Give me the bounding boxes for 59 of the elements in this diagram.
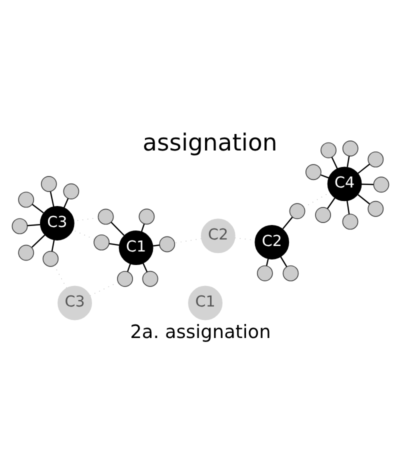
connector xyxy=(63,198,69,208)
connector xyxy=(32,203,44,213)
connector xyxy=(346,155,350,167)
node-circle: C1 xyxy=(188,285,223,320)
connector xyxy=(54,264,68,288)
caption: 2a. assignation xyxy=(130,321,271,342)
connector xyxy=(320,174,329,178)
node-circle xyxy=(142,270,158,286)
connector xyxy=(331,156,338,168)
connector xyxy=(110,221,125,236)
node-circle xyxy=(42,250,59,266)
connector xyxy=(51,239,55,252)
node-circle xyxy=(138,208,155,224)
node-circle: C3 xyxy=(40,206,74,240)
node-circle xyxy=(305,164,322,180)
node-circle xyxy=(368,150,384,167)
node-circle xyxy=(342,213,358,230)
connector xyxy=(152,244,160,246)
node-circle xyxy=(18,244,34,260)
node-circle xyxy=(342,140,358,156)
node-circle xyxy=(315,206,332,222)
node-circle xyxy=(282,264,299,281)
connector xyxy=(127,263,131,272)
connector xyxy=(142,262,148,272)
node-circle: C1 xyxy=(118,230,154,264)
node-circle: C4 xyxy=(327,166,362,201)
connector xyxy=(358,163,370,174)
node-circle xyxy=(320,142,336,158)
connector xyxy=(280,256,288,267)
connector xyxy=(90,281,118,296)
node-circle: C3 xyxy=(58,285,92,320)
node-circle xyxy=(18,191,34,208)
node-circle xyxy=(98,208,114,224)
connector xyxy=(326,197,336,208)
node-circle xyxy=(256,264,273,281)
node-circle xyxy=(12,218,28,234)
node-circle xyxy=(94,234,110,250)
label: assignation xyxy=(142,128,278,156)
connector xyxy=(266,258,269,266)
connector xyxy=(72,229,95,240)
connector xyxy=(361,183,374,185)
node-circle xyxy=(117,270,133,286)
connector xyxy=(174,238,202,243)
connector xyxy=(50,190,54,206)
node-circle: C2 xyxy=(200,218,236,253)
connector xyxy=(27,223,40,226)
connector xyxy=(108,242,120,246)
connector xyxy=(282,216,293,229)
connector xyxy=(31,234,46,248)
node-circle xyxy=(368,200,384,216)
node-circle xyxy=(373,176,390,192)
connector xyxy=(358,194,370,204)
node-circle: C2 xyxy=(254,224,290,259)
connector xyxy=(140,223,145,232)
node-circle xyxy=(289,202,306,219)
node-circle xyxy=(63,182,80,199)
node-circle xyxy=(40,176,57,192)
connector xyxy=(346,200,350,214)
node-circle xyxy=(159,236,176,252)
